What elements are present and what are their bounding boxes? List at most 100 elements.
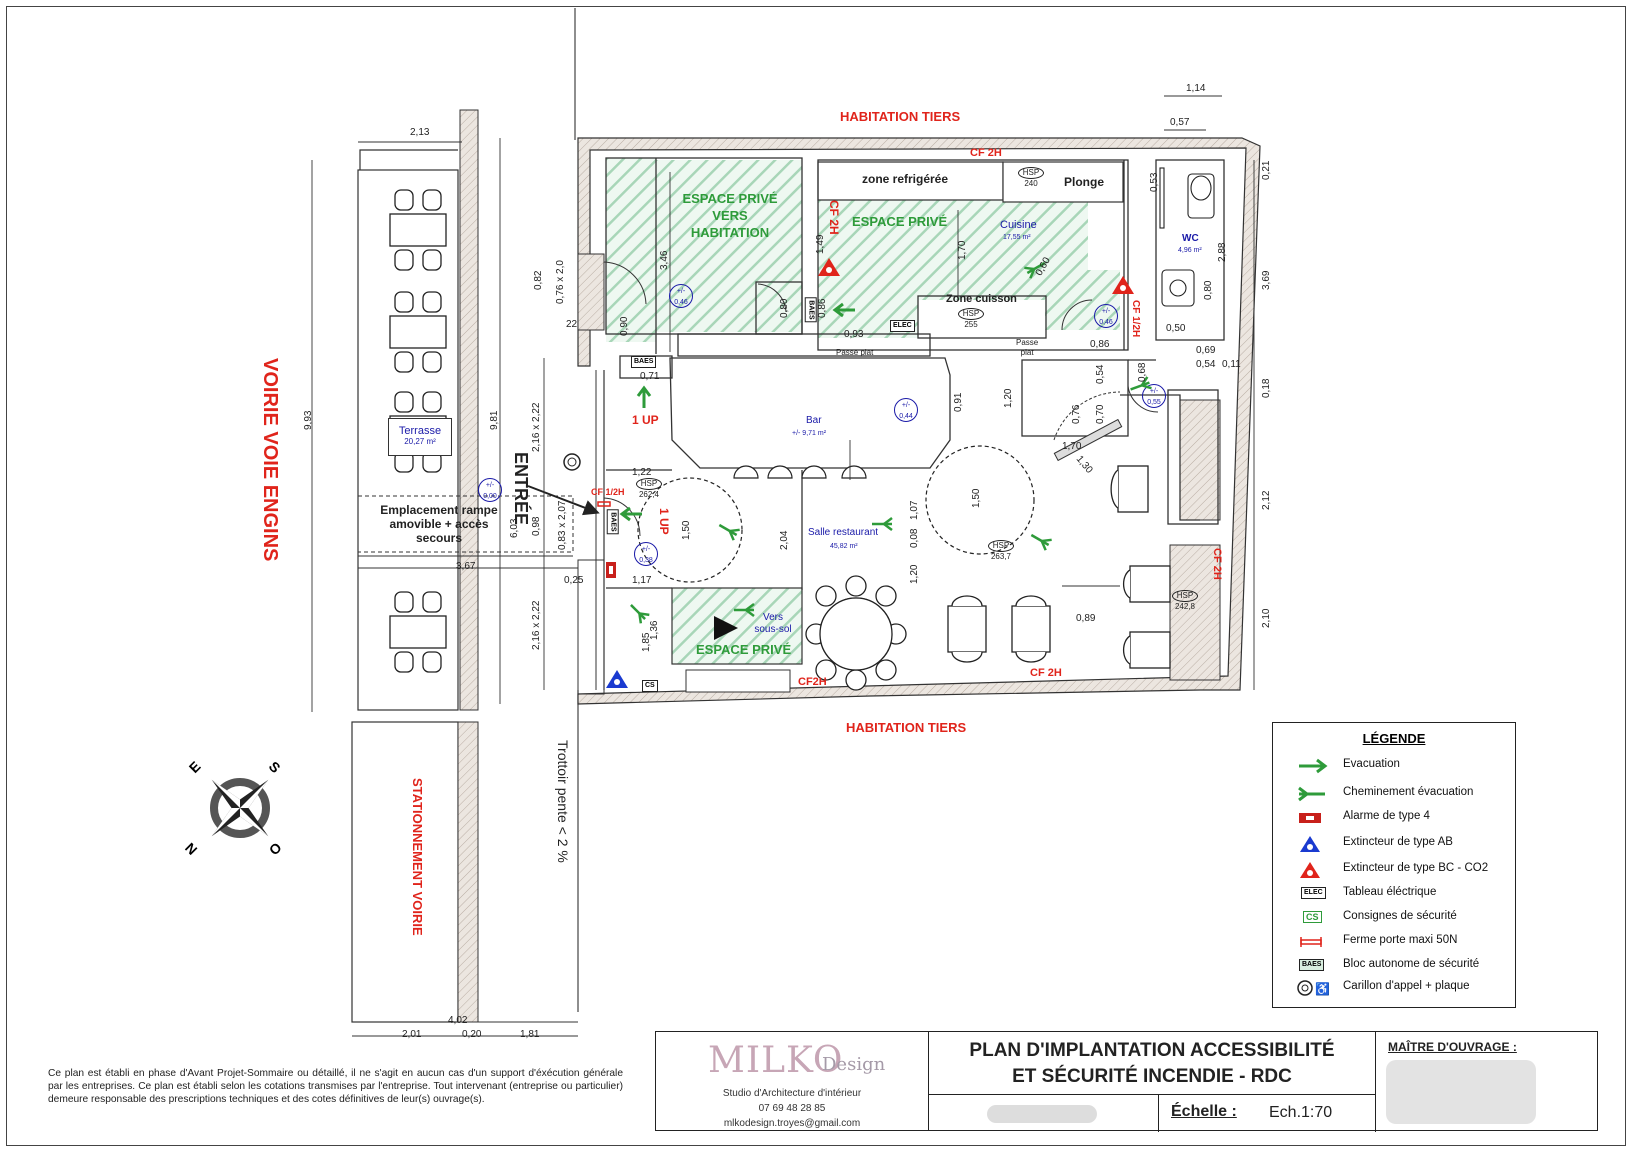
dim: 0,20 [462, 1029, 482, 1040]
logo-main: MILKO [708, 1040, 844, 1081]
compass-rose [210, 778, 270, 838]
dim: 1,20 [909, 564, 920, 584]
dim: 0,53 [1149, 172, 1160, 192]
dim: 6,03 [509, 518, 520, 538]
habitation-top-label: HABITATION TIERS [840, 109, 961, 124]
dim: 0,91 [953, 392, 964, 412]
one-up-label-b: 1 UP [657, 508, 671, 535]
turning-circles [637, 445, 1035, 583]
plonge-label: Plonge [1064, 175, 1105, 189]
cf2h-top: CF 2H [970, 147, 1002, 159]
dim: 1,14 [1186, 83, 1206, 94]
legend-item: Evacuation [1273, 755, 1515, 777]
dim: 1,17 [632, 575, 652, 586]
email-text: mlkodesign.troyes@gmail.com [723, 1118, 861, 1129]
restaurant-tables [805, 465, 1171, 691]
svg-text:♿: ♿ [1315, 982, 1329, 996]
dim: 2,16 x 2,22 [531, 402, 542, 452]
trottoir-label: Trottoir pente < 2 % [555, 740, 571, 863]
evacuation-arrow-icon [1299, 758, 1328, 774]
dim: 0,98 [531, 516, 542, 536]
dim: 1,81 [520, 1029, 540, 1040]
salle-area: 45,82 m² [830, 543, 858, 550]
dim: 1,50 [681, 520, 692, 540]
title-block: MILKO Design Studio d'Architecture d'int… [655, 1031, 1598, 1132]
baes-tag: BAES [804, 297, 817, 323]
cf12h-right: CF 1/2H [1130, 300, 1141, 338]
logo-sub: Design [822, 1054, 886, 1075]
dim: 0,57 [1170, 117, 1190, 128]
studio-text: Studio d'Architecture d'intérieur [722, 1088, 862, 1099]
dim: 0,76 x 2,0 [555, 260, 566, 304]
scale-cell: Échelle : Ech.1:70 [1159, 1095, 1376, 1132]
level-marker: +/-0,46 [1094, 304, 1118, 328]
building-walls [577, 137, 1261, 705]
cs-tag: CS [642, 680, 658, 692]
logo-panel: MILKO Design Studio d'Architecture d'int… [656, 1032, 929, 1130]
stationnement-label: STATIONNEMENT VOIRIE [410, 778, 425, 936]
cf12h-entry: CF 1/2H [591, 487, 625, 497]
dim: 1,07 [909, 500, 920, 520]
private-zone-1 [606, 158, 656, 342]
dim: 0,86 [1090, 339, 1110, 350]
legend-item: ELEC Tableau éléctrique [1273, 883, 1515, 905]
cf2h-bottom-1: CF2H [798, 676, 827, 688]
baes-icon: BAES [1299, 959, 1325, 971]
legend-panel: LÉGENDE Evacuation Cheminement évacuatio… [1272, 722, 1516, 1008]
dim: 0,18 [1261, 378, 1272, 398]
extinguisher-bc-icon [1300, 862, 1320, 878]
level-marker: +/-0,00 [478, 478, 502, 502]
espace-prive-cuisine-label: ESPACE PRIVÉ [852, 214, 948, 229]
stairs-arrow [714, 616, 738, 640]
cuisine-area: 17,55 m² [1003, 234, 1031, 241]
bell-icon: ♿ [1297, 980, 1329, 996]
door-closer-icon [1300, 937, 1322, 947]
dim: 0,68 [1137, 362, 1148, 382]
dim: 3,67 [456, 561, 476, 572]
espace-prive-sous-sol-label: ESPACE PRIVÉ [696, 642, 792, 657]
level-marker: +/-0,55 [1142, 384, 1166, 408]
dim: 2,01 [402, 1029, 422, 1040]
phone-text: 07 69 48 28 85 [758, 1103, 826, 1114]
dim: 9,93 [303, 410, 314, 430]
dim: 4,02 [448, 1015, 468, 1026]
dim: 1,50 [971, 488, 982, 508]
wc-label: WC [1182, 233, 1199, 244]
wc-fixtures [1159, 167, 1215, 307]
legend-item: ♿ Carillon d'appel + plaque [1273, 977, 1515, 999]
dim: 0,21 [1261, 160, 1272, 180]
elec-icon: ELEC [1301, 887, 1326, 899]
dim: 1,70 [1062, 441, 1082, 452]
dim: 0,90 [619, 316, 630, 336]
cuisine-label: Cuisine [1000, 219, 1037, 231]
level-marker: +/-0,38 [634, 542, 658, 566]
dim: 1,22 [632, 467, 652, 478]
dim: 0,93 [844, 329, 864, 340]
legend-item: Alarme de type 4 [1273, 807, 1515, 829]
baes-tag: BAES [631, 356, 657, 368]
legend-title: LÉGENDE [1362, 731, 1426, 746]
dim: 0,54 [1196, 359, 1216, 370]
dim: 2,04 [779, 530, 790, 550]
dim: 0,70 [1095, 404, 1106, 424]
dim: 1,85 [641, 632, 652, 652]
dim: 2,10 [1261, 608, 1272, 628]
dim: 1,49 [815, 234, 826, 254]
elec-tag: ELEC [890, 320, 915, 332]
door-swings [603, 261, 1159, 537]
legend-item: CS Consignes de sécurité [1273, 907, 1515, 929]
legend-item: Extincteur de type AB [1273, 833, 1515, 855]
dim: 0,76 [1071, 404, 1082, 424]
bar-stools [733, 465, 867, 479]
legend-item: BAES Bloc autonome de sécurité [1273, 955, 1515, 977]
dim: 0,82 [533, 270, 544, 290]
disclaimer-text: Ce plan est établi en phase d'Avant Proj… [48, 1068, 623, 1105]
